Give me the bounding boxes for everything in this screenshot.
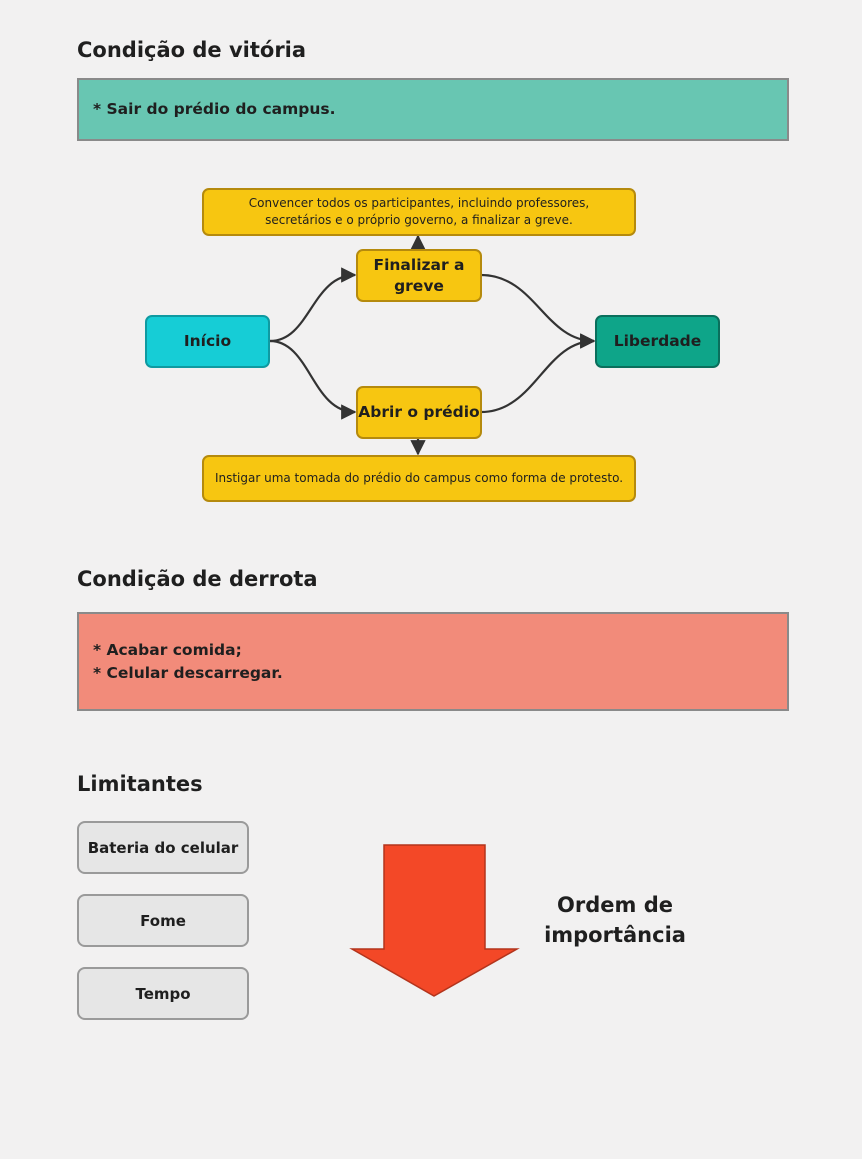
- limit-item-bateria-label: Bateria do celular: [87, 838, 239, 857]
- top-note: Convencer todos os participantes, inclui…: [202, 188, 636, 236]
- abrir-predio-label: Abrir o prédio: [358, 403, 480, 422]
- finalizar-greve-node: Finalizar a greve: [356, 249, 482, 302]
- defeat-heading: Condição de derrota: [77, 567, 318, 591]
- top-note-text: Convencer todos os participantes, inclui…: [248, 195, 590, 227]
- limit-item-bateria: Bateria do celular: [77, 821, 249, 874]
- limit-item-fome: Fome: [77, 894, 249, 947]
- liberdade-node: Liberdade: [595, 315, 720, 368]
- importance-label: Ordem de importância: [530, 890, 700, 951]
- importance-label-line1: Ordem de: [557, 893, 673, 917]
- connector-abrir-to-liberdade: [480, 333, 596, 414]
- limit-item-tempo: Tempo: [77, 967, 249, 1020]
- start-node-label: Início: [183, 332, 232, 351]
- connector-start-to-abrir: [269, 339, 357, 420]
- limit-item-fome-label: Fome: [140, 911, 186, 930]
- defeat-line-1: * Acabar comida;: [93, 641, 242, 660]
- victory-panel: * Sair do prédio do campus.: [77, 78, 789, 141]
- liberdade-label: Liberdade: [613, 332, 702, 351]
- bottom-note: Instigar uma tomada do prédio do campus …: [202, 455, 636, 502]
- start-node: Início: [145, 315, 270, 368]
- victory-text: * Sair do prédio do campus.: [93, 100, 336, 119]
- limit-item-tempo-label: Tempo: [135, 984, 191, 1003]
- defeat-line-2: * Celular descarregar.: [93, 663, 283, 682]
- finalizar-greve-label: Finalizar a greve: [373, 255, 465, 295]
- bottom-note-text: Instigar uma tomada do prédio do campus …: [214, 470, 624, 485]
- victory-heading: Condição de vitória: [77, 38, 307, 62]
- connector-start-to-finalizar: [269, 267, 357, 343]
- defeat-panel: * Acabar comida; * Celular descarregar.: [77, 612, 789, 711]
- limits-heading: Limitantes: [77, 772, 203, 796]
- connector-finalizar-to-liberdade: [480, 273, 596, 349]
- importance-label-line2: importância: [544, 923, 686, 948]
- abrir-predio-node: Abrir o prédio: [356, 386, 482, 439]
- down-arrow-icon: [349, 844, 520, 997]
